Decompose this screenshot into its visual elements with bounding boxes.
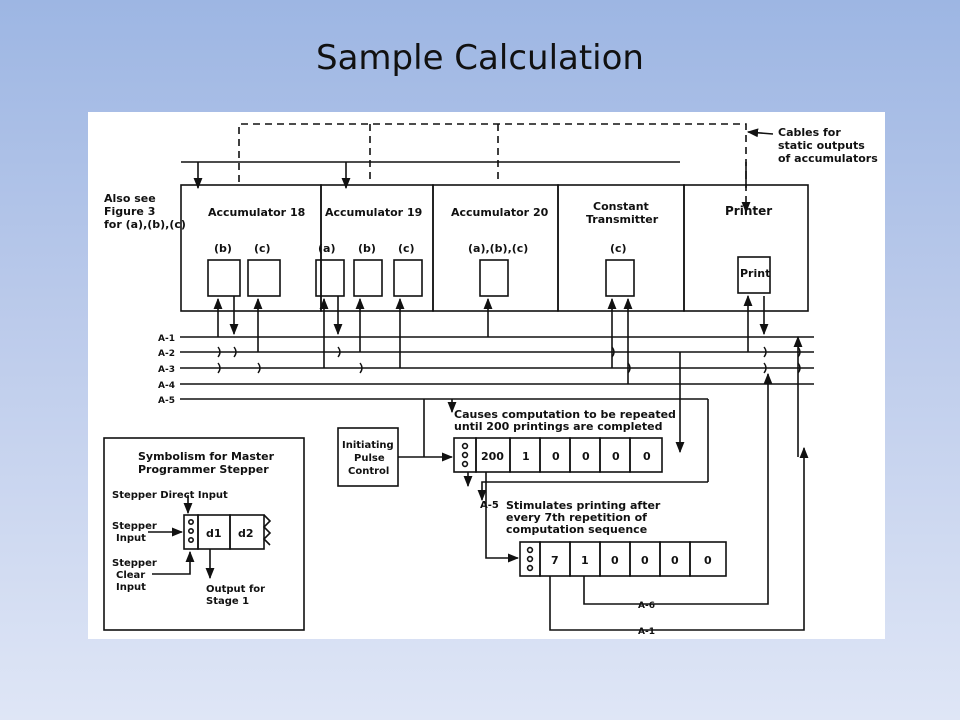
accumulator-20-label: Accumulator 20: [451, 206, 549, 219]
legend-stepper-input-1: Stepper: [112, 521, 157, 532]
note-line-2: Figure 3: [104, 205, 155, 218]
stepper-1: [453, 437, 663, 473]
note-line-3: for (a),(b),(c): [104, 218, 186, 231]
accumulator-18-box: [180, 184, 322, 312]
printer-box: [683, 184, 809, 312]
constant-label-2: Transmitter: [586, 213, 659, 226]
bus-label-a5: A-5: [158, 396, 175, 406]
port-constant-c: (c): [610, 242, 627, 255]
stepper2-cell-2: 1: [581, 554, 589, 567]
initiating-3: Control: [348, 466, 389, 477]
unit-boxes: [180, 184, 809, 312]
wire-label-a5: A-5: [480, 500, 499, 511]
return-wires: [675, 335, 803, 482]
legend-output-2: Stage 1: [206, 596, 249, 607]
legend-title-1: Symbolism for Master: [138, 450, 275, 463]
wire-crossings: [217, 346, 801, 374]
port-acc19-b: (b): [358, 242, 376, 255]
stepper2-cell-5: 0: [671, 554, 679, 567]
legend-d1: d1: [206, 527, 222, 540]
accumulator-18-label: Accumulator 18: [208, 206, 305, 219]
port-acc20: (a),(b),(c): [468, 242, 528, 255]
legend-stepper: [183, 514, 272, 550]
port-taps: [213, 294, 769, 384]
stepper1-caption-2: until 200 printings are completed: [454, 420, 662, 433]
bus-label-a3: A-3: [158, 365, 175, 375]
stepper2-caption-2: every 7th repetition of: [506, 511, 647, 524]
legend-box: [103, 437, 305, 631]
stepper1-caption-1: Causes computation to be repeated: [454, 408, 676, 421]
eniac-diagram: Also see Figure 3 for (a),(b),(c) Cables…: [88, 112, 885, 639]
stepper1-cell-3: 0: [552, 450, 560, 463]
legend-output-1: Output for: [206, 584, 265, 595]
legend-stepper-input-2: Input: [116, 533, 146, 544]
cables-label-1: Cables for: [778, 126, 841, 139]
cables-label-2: static outputs: [778, 139, 865, 152]
static-cable-taps: [193, 128, 774, 190]
stepper2-caption-3: computation sequence: [506, 523, 647, 536]
cables-label-3: of accumulators: [778, 152, 878, 165]
legend-clear-input-1: Stepper: [112, 558, 157, 569]
initiating-1: Initiating: [342, 440, 394, 451]
port-acc19-c: (c): [398, 242, 415, 255]
stepper2-cell-6: 0: [704, 554, 712, 567]
stepper2-cell-3: 0: [611, 554, 619, 567]
stepper1-cell-5: 0: [612, 450, 620, 463]
wire-label-a6: A-6: [638, 601, 655, 611]
legend-d2: d2: [238, 527, 254, 540]
bus-label-a1: A-1: [158, 334, 175, 344]
constant-label-1: Constant: [593, 200, 649, 213]
stepper2-caption-1: Stimulates printing after: [506, 499, 661, 512]
note-line-1: Also see: [104, 192, 156, 205]
bus-label-a2: A-2: [158, 349, 175, 359]
printer-label: Printer: [725, 204, 772, 218]
bus-lines: [180, 336, 814, 400]
accumulator-19-box: [320, 184, 434, 312]
legend-direct-input: Stepper Direct Input: [112, 490, 228, 501]
static-output-cables: [238, 123, 751, 214]
initiating-2: Pulse: [354, 453, 385, 464]
stepper-2: [519, 541, 727, 577]
stepper1-cell-4: 0: [582, 450, 590, 463]
bus-label-a4: A-4: [158, 381, 175, 391]
port-acc18-b: (b): [214, 242, 232, 255]
stepper1-cell-1: 200: [481, 450, 504, 463]
port-acc19-a: (a): [318, 242, 335, 255]
port-print: Print: [740, 267, 770, 280]
slide-title: Sample Calculation: [316, 38, 644, 78]
accumulator-19-label: Accumulator 19: [325, 206, 422, 219]
stepper1-cell-6: 0: [643, 450, 651, 463]
wire-label-a1: A-1: [638, 627, 655, 637]
legend-title-2: Programmer Stepper: [138, 463, 269, 476]
stepper2-cell-4: 0: [641, 554, 649, 567]
stepper1-cell-2: 1: [522, 450, 530, 463]
diagram-canvas: Also see Figure 3 for (a),(b),(c) Cables…: [103, 123, 878, 637]
legend-clear-input-3: Input: [116, 582, 146, 593]
legend-clear-input-2: Clear: [116, 570, 145, 581]
stepper2-cell-1: 7: [551, 554, 559, 567]
port-acc18-c: (c): [254, 242, 271, 255]
